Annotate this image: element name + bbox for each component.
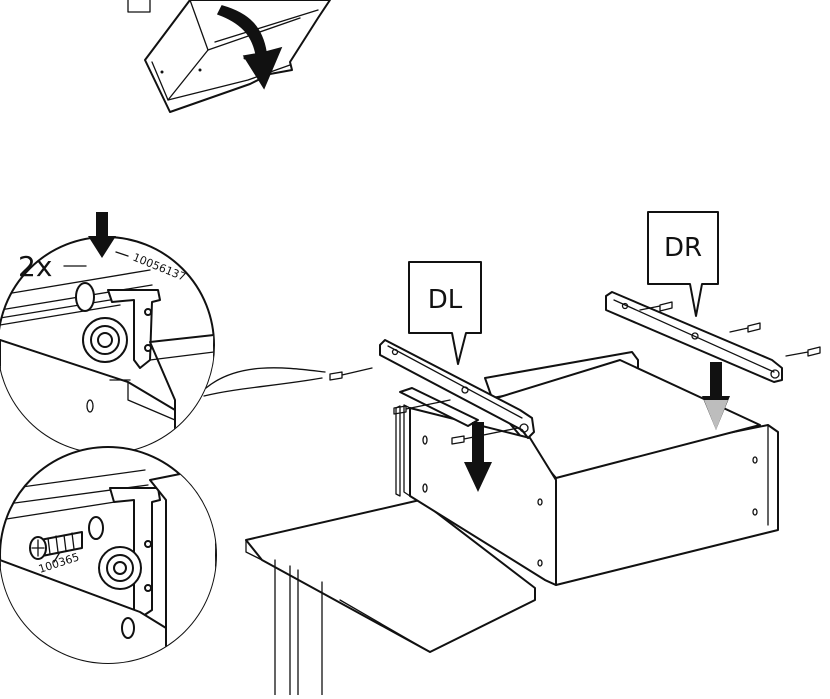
label-box-dr: DR <box>647 211 719 317</box>
right-rail-dr <box>605 291 821 430</box>
left-rail-label: DL <box>428 285 463 315</box>
down-arrow-left-icon <box>464 422 492 492</box>
left-rail-dl <box>329 339 535 492</box>
drawer-box <box>395 351 779 586</box>
push-arrow-icon <box>88 212 116 258</box>
rotating-drawer-illustration <box>127 0 331 113</box>
detail-circle-top: 2x 10056137 <box>0 212 326 454</box>
rotate-arrow-icon <box>216 5 283 90</box>
quantity-label: 2x <box>18 250 52 283</box>
detail-circle-bottom: 100365 <box>0 446 217 664</box>
label-box-dl: DL <box>408 261 482 365</box>
right-rail-label: DR <box>664 233 702 263</box>
down-arrow-right-icon <box>702 362 730 430</box>
